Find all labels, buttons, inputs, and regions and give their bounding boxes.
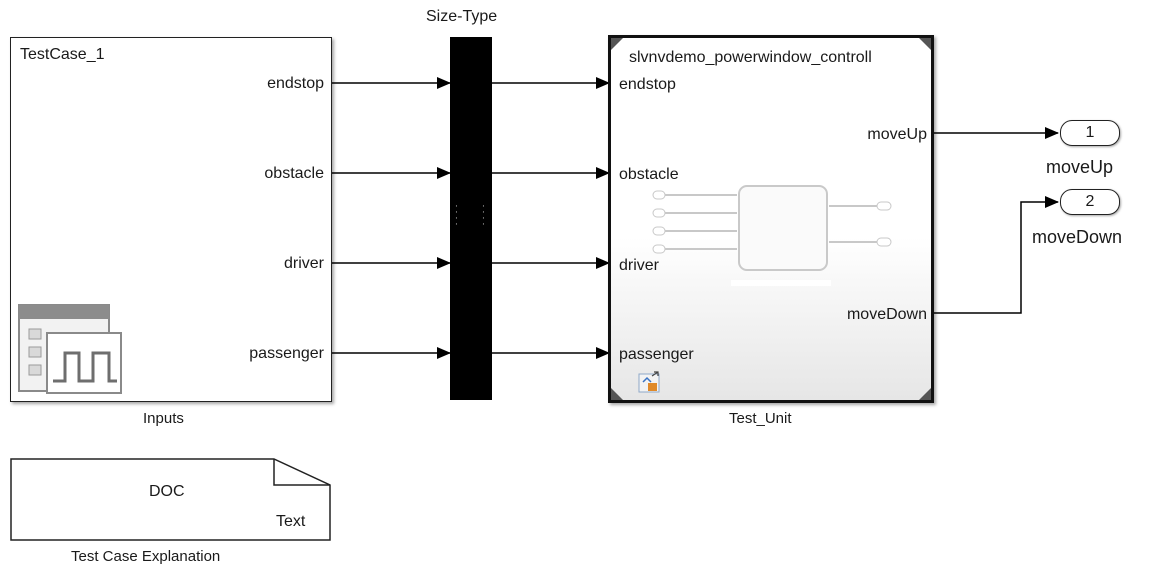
inputs-port-endstop: endstop [267, 75, 324, 92]
test-unit-ref-name: slvnvdemo_powerwindow_controll [629, 49, 872, 66]
doc-block-title: DOC [149, 483, 185, 500]
inputs-port-passenger: passenger [249, 345, 324, 362]
test-unit-block[interactable]: slvnvdemo_powerwindow_controll endstop o… [608, 35, 934, 403]
signal-line-movedown[interactable] [933, 196, 1059, 314]
mux-dots-icon: ···· ···· [455, 202, 485, 230]
mux-label: Size-Type [426, 8, 498, 25]
signal-editor-icon [18, 304, 122, 394]
model-icon [652, 185, 892, 286]
model-reference-corners [611, 38, 931, 400]
outport-moveup-name: moveUp [1046, 157, 1114, 177]
model-link-icon[interactable] [637, 370, 663, 396]
outport-movedown[interactable]: 2 [1060, 189, 1120, 215]
inputs-port-driver: driver [283, 255, 324, 272]
outport-movedown-name: moveDown [1032, 227, 1123, 247]
test-unit-in-passenger: passenger [619, 346, 694, 363]
doc-block-shape[interactable] [10, 458, 332, 542]
inputs-block[interactable]: TestCase_1 endstop obstacle driver passe… [10, 37, 332, 402]
test-unit-out-movedown: moveDown [846, 306, 927, 323]
mux-bar[interactable]: ···· ···· [450, 37, 492, 400]
test-unit-name: Test_Unit [729, 410, 792, 427]
doc-block-name: Test Case Explanation [71, 548, 221, 565]
test-unit-out-moveup: moveUp [867, 126, 927, 143]
inputs-block-title: TestCase_1 [20, 46, 105, 63]
test-unit-in-obstacle: obstacle [619, 166, 679, 183]
test-unit-in-endstop: endstop [619, 76, 676, 93]
outport-moveup[interactable]: 1 [1060, 120, 1120, 146]
test-unit-in-driver: driver [619, 257, 660, 274]
inputs-block-name: Inputs [143, 410, 184, 427]
doc-block-type: Text [276, 513, 306, 530]
inputs-port-obstacle: obstacle [264, 165, 324, 182]
